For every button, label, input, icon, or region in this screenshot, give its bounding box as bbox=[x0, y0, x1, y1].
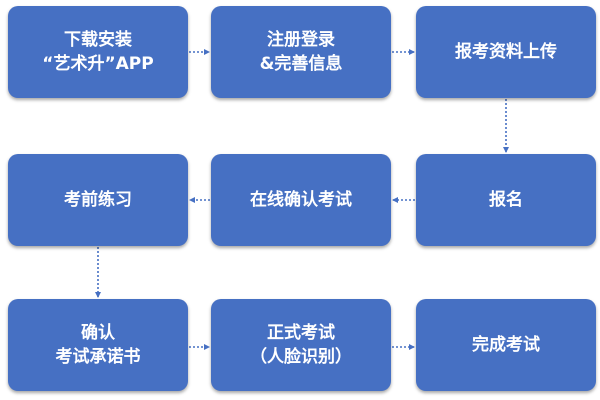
step-upload-materials: 报考资料上传 bbox=[416, 6, 596, 98]
step-practice: 考前练习 bbox=[8, 154, 188, 246]
step-label-line-2: &完善信息 bbox=[259, 54, 343, 74]
step-label-line-1: 在线确认考试 bbox=[250, 190, 352, 210]
step-finish: 完成考试 bbox=[416, 299, 596, 391]
step-label-line-1: 注册登录 bbox=[267, 30, 335, 50]
step-commitment: 确认 考试承诺书 bbox=[8, 299, 188, 391]
step-download-app: 下载安装 “艺术升”APP bbox=[8, 6, 188, 98]
step-apply: 报名 bbox=[416, 154, 596, 246]
step-formal-exam: 正式考试 （人脸识别） bbox=[211, 299, 391, 391]
step-label-line-1: 正式考试 bbox=[267, 323, 335, 343]
step-register: 注册登录 &完善信息 bbox=[211, 6, 391, 98]
step-label-line-2: （人脸识别） bbox=[250, 347, 352, 367]
step-label-line-1: 考前练习 bbox=[64, 190, 132, 210]
step-confirm-online: 在线确认考试 bbox=[211, 154, 391, 246]
step-label-line-1: 下载安装 bbox=[64, 30, 132, 50]
step-label-line-2: 考试承诺书 bbox=[55, 347, 141, 367]
step-label-line-2: “艺术升”APP bbox=[42, 54, 154, 74]
step-label-line-1: 确认 bbox=[81, 323, 115, 343]
step-label-line-1: 完成考试 bbox=[472, 335, 540, 355]
step-label-line-1: 报考资料上传 bbox=[455, 42, 557, 62]
step-label-line-1: 报名 bbox=[489, 190, 523, 210]
